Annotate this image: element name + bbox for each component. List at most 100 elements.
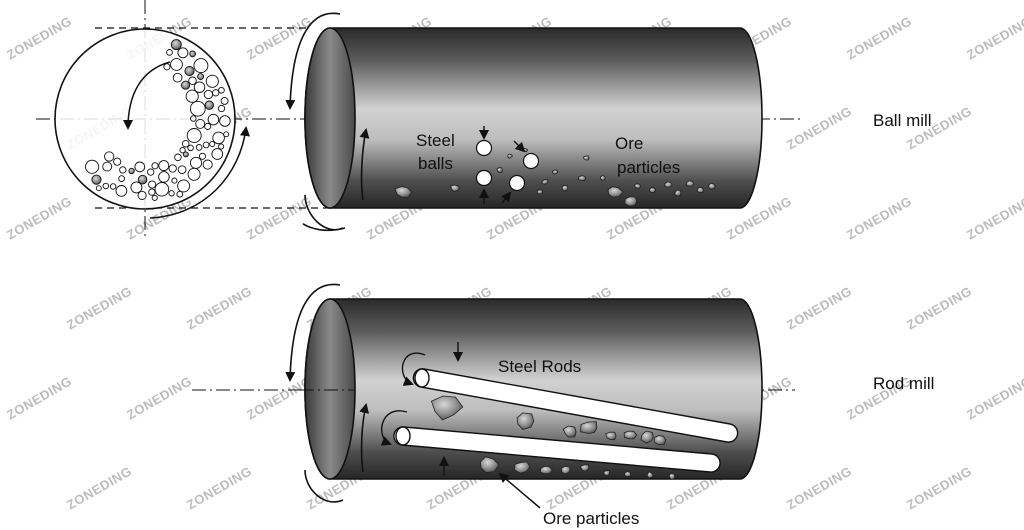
ore-particle	[496, 167, 503, 173]
steel-ball	[95, 185, 102, 192]
steel-ball	[186, 128, 202, 143]
ore-particle	[516, 412, 535, 430]
ore-particle	[449, 184, 461, 192]
watermark-text: ZONEDING	[904, 283, 974, 332]
ore-pointer-arrow-icon	[498, 472, 541, 509]
steel-ball	[188, 76, 197, 86]
steel-ball	[176, 190, 184, 198]
watermark-text: ZONEDING	[124, 373, 194, 422]
rod-cap-rotation-arrow-bottom-icon	[304, 469, 344, 503]
steel-ball	[187, 167, 201, 181]
tumble-arrow-icon	[123, 61, 171, 130]
ore-particle	[640, 430, 654, 444]
steel-ball	[85, 159, 100, 174]
steel-balls-label-line1: Steel	[416, 131, 455, 150]
ore-particle	[653, 435, 667, 446]
ore-particle	[91, 174, 102, 185]
ore-particles-label-line2: particles	[617, 158, 680, 177]
ore-particle	[552, 169, 559, 175]
ore-particle	[649, 187, 657, 194]
watermark-text: ZONEDING	[244, 13, 314, 62]
steel-ball	[204, 122, 212, 130]
steel-ball	[193, 58, 209, 74]
ore-particle	[579, 464, 590, 472]
watermark-text: ZONEDING	[184, 283, 254, 332]
ore-particle	[536, 189, 544, 195]
steel-ball	[475, 169, 493, 187]
steel-ball	[212, 131, 225, 145]
watermark-text: ZONEDING	[244, 373, 314, 422]
ore-particle	[170, 39, 182, 51]
steel-ball	[158, 171, 170, 183]
steel-ball	[171, 177, 178, 184]
steel-ball	[102, 161, 113, 172]
steel-ball	[209, 140, 216, 148]
steel-ball	[115, 185, 128, 197]
steel-ball	[168, 190, 175, 197]
ore-particle	[181, 80, 191, 90]
watermark-text: ZONEDING	[844, 13, 914, 62]
rod-mill-end-cap	[304, 298, 356, 480]
watermark-text: ZONEDING	[904, 463, 974, 512]
impact-arrows	[479, 126, 526, 204]
steel-ball	[522, 152, 540, 170]
steel-ball	[163, 63, 171, 71]
steel-ball	[220, 96, 229, 105]
steel-ball	[137, 190, 147, 200]
steel-ball	[218, 86, 225, 94]
steel-ball	[170, 58, 183, 71]
steel-ball	[202, 159, 213, 170]
ball-mill-end-cap	[304, 27, 356, 209]
steel-ball	[205, 74, 219, 88]
steel-ball	[207, 113, 220, 126]
ore-particle	[562, 425, 577, 438]
impact-arrow-icon	[501, 191, 512, 204]
ore-particle	[540, 178, 549, 185]
steel-ball	[189, 156, 203, 169]
ore-particle	[624, 471, 632, 478]
ore-particle	[577, 175, 587, 182]
steel-ball	[172, 72, 183, 83]
ore-particle	[182, 151, 189, 158]
ore-particle	[664, 181, 673, 188]
steel-ball	[168, 164, 177, 173]
steel-ball	[185, 89, 199, 103]
steel-ball	[508, 174, 526, 192]
ore-particle	[580, 421, 598, 434]
watermark-text: ZONEDING	[784, 463, 854, 512]
watermark-text: ZONEDING	[964, 373, 1024, 422]
steel-ball	[223, 131, 230, 138]
ore-particle	[696, 186, 705, 194]
ore-particle	[708, 182, 716, 190]
watermark-text: ZONEDING	[784, 103, 854, 152]
steel-ball	[181, 139, 190, 148]
ore-particle	[561, 184, 569, 192]
steel-ball	[174, 153, 182, 162]
steel-ball	[154, 182, 170, 197]
ore-particle	[582, 155, 590, 161]
steel-ball	[119, 166, 127, 174]
rod-cap-rotation-arrow-top-icon	[285, 283, 341, 382]
watermark-text: ZONEDING	[244, 193, 314, 242]
ore-particle	[189, 50, 196, 58]
watermark-text: ZONEDING	[64, 463, 134, 512]
watermark-text: ZONEDING	[964, 13, 1024, 62]
steel-balls-label-line2: balls	[418, 154, 453, 173]
cross-section-balls	[85, 39, 231, 201]
watermark-text: ZONEDING	[64, 283, 134, 332]
watermark-text: ZONEDING	[964, 193, 1024, 242]
ore-particle	[603, 469, 610, 477]
rotation-arrow-icon	[149, 126, 250, 219]
steel-rod-lower-end	[395, 426, 411, 446]
ore-particle	[479, 456, 500, 473]
ball-mill-group: Steel balls Ore particles Ball mill	[36, 0, 932, 240]
steel-ball	[179, 147, 186, 154]
steel-rod-upper-end	[414, 368, 430, 388]
impact-arrow-icon	[513, 140, 526, 153]
ore-particle	[646, 471, 654, 479]
steel-ball	[134, 161, 146, 173]
steel-ball	[195, 144, 203, 151]
ore-particle	[623, 430, 638, 440]
steel-ball	[130, 181, 143, 194]
steel-ball	[147, 168, 155, 176]
